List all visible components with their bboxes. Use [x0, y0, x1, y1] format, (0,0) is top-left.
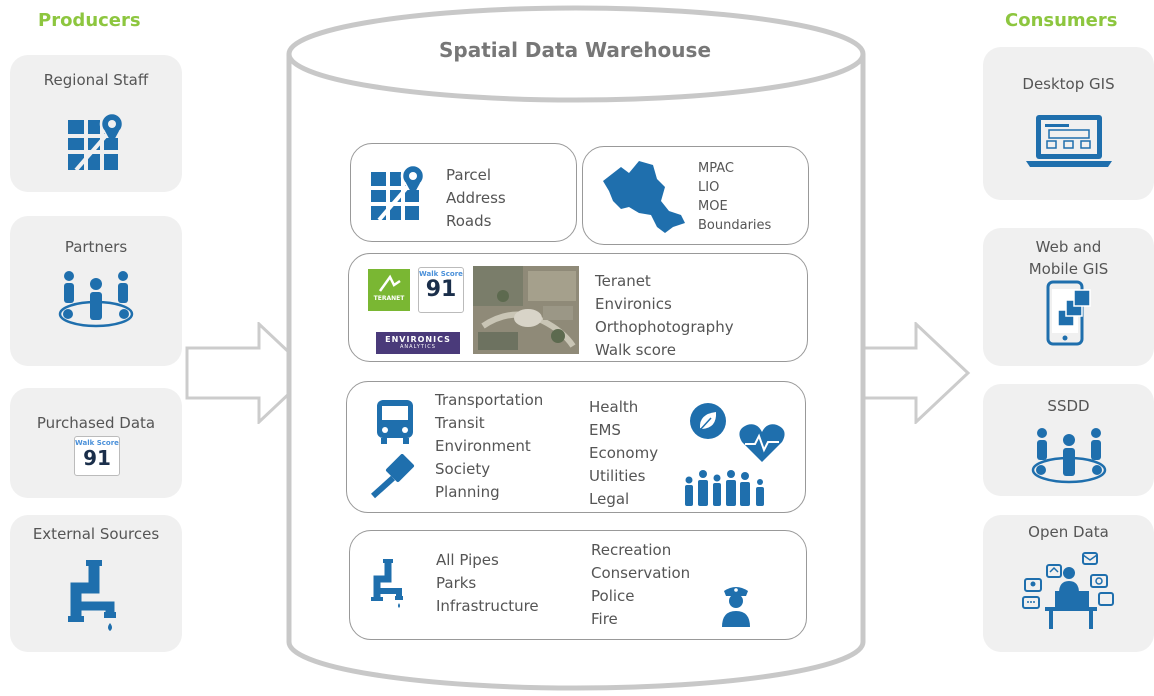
environics-logo-sub: ANALYTICS	[400, 344, 436, 350]
walk-score-value: 91	[83, 446, 111, 470]
walk-score-value: 91	[425, 277, 457, 302]
panel-item: Health	[589, 398, 639, 416]
panel-item: Orthophotography	[595, 318, 734, 336]
consumer-label: Desktop GIS	[1022, 75, 1115, 93]
panel-item: Legal	[589, 490, 630, 508]
panel-item: Parks	[436, 574, 477, 592]
panel-item: MPAC	[698, 161, 734, 176]
heart-health-icon	[737, 422, 787, 464]
consumer-label: Open Data	[1028, 523, 1109, 541]
gavel-icon	[369, 454, 419, 500]
consumer-label: SSDD	[1047, 397, 1090, 415]
panel-item: All Pipes	[436, 551, 499, 569]
producer-label: Regional Staff	[43, 71, 149, 89]
pipe-faucet-icon	[370, 559, 408, 609]
teranet-logo: TERANET	[368, 269, 410, 311]
laptop-icon	[1024, 113, 1114, 169]
panel-item: Environment	[435, 437, 531, 455]
family-icon	[681, 468, 771, 508]
producer-card-purchased-data: Purchased Data Walk Score 91	[10, 388, 182, 498]
producer-label: Purchased Data	[36, 414, 156, 432]
producer-card-partners: Partners	[10, 216, 182, 366]
panel-item: Boundaries	[698, 218, 772, 233]
panel-item: Planning	[435, 483, 500, 501]
producers-to-warehouse-arrow	[185, 322, 315, 424]
panel-item: Address	[446, 189, 506, 207]
police-officer-icon	[720, 583, 752, 627]
orthophoto-image	[473, 266, 579, 354]
mobile-icon	[1044, 280, 1094, 346]
teranet-logo-text: TERANET	[373, 295, 405, 302]
bus-icon	[375, 398, 415, 446]
warehouse-title: Spatial Data Warehouse	[438, 38, 712, 62]
panel-item: Transportation	[435, 391, 544, 409]
producer-card-regional-staff: Regional Staff	[10, 55, 182, 192]
consumer-card-ssdd: SSDD	[983, 384, 1154, 496]
map-pin-icon	[66, 110, 126, 172]
panel-item: Infrastructure	[436, 597, 539, 615]
environics-logo-text: ENVIRONICS	[385, 335, 451, 344]
people-network-icon	[55, 268, 137, 334]
panel-item: Walk score	[595, 341, 676, 359]
panel-purchased-data: TERANET Walk Score 91 ENVIRONICS ANALYTI…	[348, 253, 808, 362]
panel-infrastructure-data: All Pipes Parks Infrastructure Recreatio…	[349, 530, 807, 640]
consumers-heading: Consumers	[1005, 10, 1118, 31]
panel-item: Parcel	[446, 166, 492, 184]
producer-label: Partners	[64, 238, 128, 256]
walk-score-icon: Walk Score 91	[418, 267, 464, 313]
panel-item: Recreation	[591, 541, 672, 559]
leaf-icon	[689, 402, 727, 440]
panel-thematic-data: Transportation Transit Environment Socie…	[346, 381, 806, 513]
panel-item: Society	[435, 460, 491, 478]
panel-item: Utilities	[589, 467, 646, 485]
panel-item: Economy	[589, 444, 659, 462]
consumer-card-open-data: Open Data	[983, 515, 1154, 652]
consumer-card-desktop-gis: Desktop GIS	[983, 47, 1154, 200]
producers-heading: Producers	[38, 10, 141, 31]
environics-logo: ENVIRONICS ANALYTICS	[376, 332, 460, 354]
walk-score-label: Walk Score	[419, 270, 463, 278]
map-pin-icon	[369, 162, 429, 222]
panel-base-data: Parcel Address Roads	[350, 143, 577, 242]
walk-score-icon: Walk Score 91	[74, 436, 120, 476]
consumer-card-web-mobile-gis: Web and Mobile GIS	[983, 228, 1154, 366]
panel-provincial-data: MPAC LIO MOE Boundaries	[582, 146, 809, 245]
producer-label: External Sources	[32, 525, 160, 543]
producer-card-external-sources: External Sources	[10, 515, 182, 652]
people-network-icon	[1028, 426, 1110, 490]
pipe-faucet-icon	[66, 560, 126, 632]
walk-score-label: Walk Score	[75, 439, 119, 447]
panel-item: Police	[591, 587, 635, 605]
panel-item: Conservation	[591, 564, 691, 582]
panel-item: Fire	[591, 610, 618, 628]
ontario-map-icon	[599, 157, 689, 237]
panel-item: Roads	[446, 212, 492, 230]
consumer-label: Web and Mobile GIS	[1028, 238, 1109, 278]
panel-item: LIO	[698, 180, 720, 195]
panel-item: Environics	[595, 295, 672, 313]
open-data-icon	[1021, 551, 1117, 631]
panel-item: Transit	[435, 414, 485, 432]
panel-item: EMS	[589, 421, 621, 439]
panel-item: MOE	[698, 199, 728, 214]
panel-item: Teranet	[595, 272, 651, 290]
